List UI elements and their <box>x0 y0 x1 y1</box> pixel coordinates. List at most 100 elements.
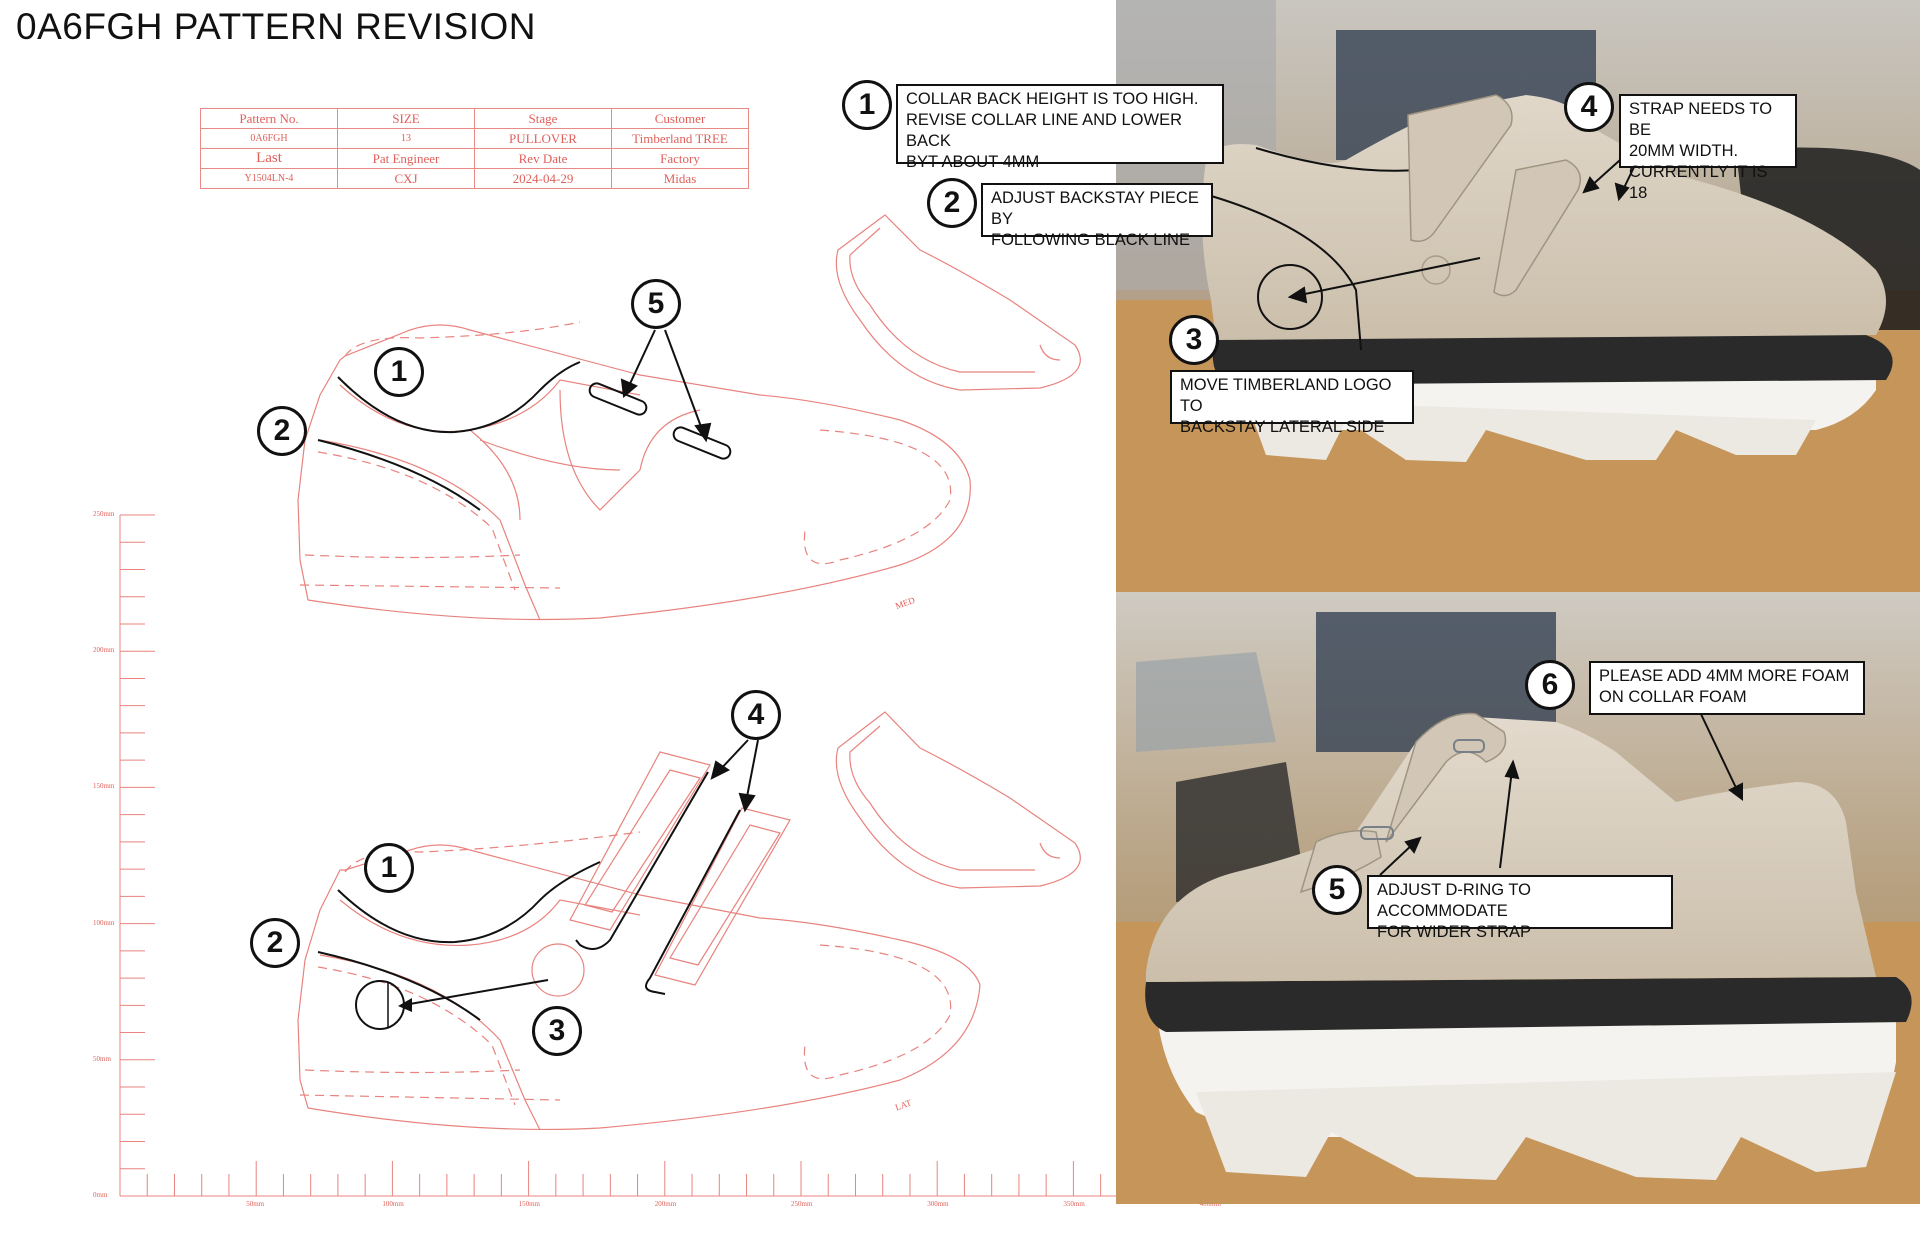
pattern-callout-arrows <box>620 329 759 813</box>
arrow-5b-head <box>694 422 712 443</box>
lat-backstay-revision <box>317 951 481 1021</box>
pattern-callout-2-lat: 2 <box>250 918 300 968</box>
tongue-pieces <box>835 214 1081 889</box>
spec-value-factory: Midas <box>611 168 749 189</box>
ruler-label-x: 50mm <box>246 1200 265 1208</box>
lat-collar-revision <box>337 861 601 944</box>
ruler-label-x: 100mm <box>382 1200 404 1208</box>
pattern-callout-4-lat: 4 <box>731 690 781 740</box>
lat-strap-1-inner <box>584 769 701 913</box>
lat-collar-curve <box>339 899 641 947</box>
ruler-label-y: 50mm <box>93 1054 111 1063</box>
tongue-piece-bottom <box>835 711 1081 889</box>
lat-outline <box>297 844 981 1131</box>
med-backstay <box>319 439 541 621</box>
note-collar-foam: PLEASE ADD 4MM MORE FOAM ON COLLAR FOAM <box>1589 661 1865 715</box>
spec-value-last: Y1504LN-4 <box>200 168 338 189</box>
med-heel-counter <box>469 429 521 521</box>
lat-pattern <box>297 751 981 1131</box>
ruler-label-y: 150mm <box>93 782 115 791</box>
tongue-piece-bottom-curve <box>1039 842 1061 859</box>
ruler-label-x: 150mm <box>518 1200 540 1208</box>
med-dring-1 <box>588 382 648 416</box>
lat-top-dash <box>344 831 641 873</box>
ruler-label-x: 300mm <box>927 1200 949 1208</box>
ruler-label-x: 250mm <box>791 1200 813 1208</box>
photo-callout-6: 6 <box>1525 660 1575 710</box>
arrow-4b-photo-head <box>1614 182 1630 202</box>
lat-logo-old <box>531 943 585 997</box>
note-collar-back-height: COLLAR BACK HEIGHT IS TOO HIGH. REVISE C… <box>896 84 1224 171</box>
spec-value-rev-date: 2024-04-29 <box>474 168 612 189</box>
note-timberland-logo: MOVE TIMBERLAND LOGO TO BACKSTAY LATERAL… <box>1170 370 1414 436</box>
med-heel-dash <box>299 584 561 589</box>
med-toe-dash <box>803 429 952 565</box>
arrow-6-photo <box>1699 711 1739 793</box>
lat-toe-dash <box>803 944 952 1080</box>
lat-strap-2 <box>654 807 791 986</box>
pattern-callout-5-med: 5 <box>631 279 681 329</box>
med-pattern <box>297 321 971 621</box>
note-d-ring: ADJUST D-RING TO ACCOMMODATE FOR WIDER S… <box>1367 875 1673 941</box>
ruler-label-y: 100mm <box>93 918 115 927</box>
med-backstay-dash <box>317 451 516 591</box>
arrow-5a-photo-head <box>1404 836 1422 854</box>
spec-header-pat-engineer: Pat Engineer <box>337 148 475 169</box>
lat-strap-2-inner <box>669 824 781 966</box>
page-title: 0A6FGH PATTERN REVISION <box>16 6 536 47</box>
ruler-label-y: 250mm <box>93 510 115 518</box>
pattern-callout-3-lat: 3 <box>532 1006 582 1056</box>
med-top-dash <box>344 321 581 357</box>
tongue-piece-bottom-inner <box>849 725 1035 871</box>
pattern-callout-1-med: 1 <box>374 347 424 397</box>
tongue-piece-top-inner <box>849 227 1035 373</box>
arrow-5a <box>627 329 656 389</box>
med-backstay-revision <box>317 439 481 511</box>
arrow-5b-photo-head <box>1504 759 1520 780</box>
med-vamp-line <box>559 389 701 511</box>
photo-callout-5: 5 <box>1312 865 1362 915</box>
arrow-4b-head <box>738 792 756 813</box>
arrow-4a-photo-head <box>1582 176 1600 194</box>
note-strap-width: STRAP NEEDS TO BE 20MM WIDTH. CURRENTLY … <box>1619 94 1797 202</box>
lat-heel-dash <box>299 1094 561 1101</box>
lat-backstay-dash <box>317 966 516 1106</box>
lat-logo-arrow-line <box>403 979 549 1006</box>
arrow-5a-head <box>620 378 638 398</box>
arrow-3-photo-head <box>1287 286 1308 304</box>
spec-header-last: Last <box>200 148 338 169</box>
shoe-photo-medial <box>1116 592 1920 1204</box>
lat-strap-1-revision <box>575 771 709 950</box>
tongue-piece-top <box>835 214 1081 391</box>
ruler-label-y: 0mm <box>93 1191 108 1199</box>
arrow-5b <box>664 329 704 433</box>
spec-header-customer: Customer <box>611 108 749 129</box>
arrow-6-photo-head <box>1728 782 1743 801</box>
photo-callout-3: 3 <box>1169 315 1219 365</box>
arrow-3-photo <box>1299 257 1481 296</box>
shoe-photo-medial-image <box>1116 592 1920 1204</box>
note-backstay-piece: ADJUST BACKSTAY PIECE BY FOLLOWING BLACK… <box>981 183 1213 249</box>
pattern-callout-2-med: 2 <box>257 406 307 456</box>
tongue-piece-top-curve <box>1039 344 1061 361</box>
photo-callout-2: 2 <box>927 178 977 228</box>
med-eyestay <box>479 439 621 471</box>
med-quarter-dash <box>304 554 521 559</box>
lat-logo-arrow-head <box>398 998 412 1012</box>
arrow-4a-photo <box>1589 159 1621 188</box>
photo-callout-1: 1 <box>842 80 892 130</box>
arrow-4a-head <box>710 760 730 780</box>
med-outline <box>297 324 971 621</box>
spec-table: Pattern No. SIZE Stage Customer 0A6FGH 1… <box>200 108 749 189</box>
lat-strap-2-revision <box>645 809 741 995</box>
ruler-label-x: 350mm <box>1063 1200 1085 1208</box>
ruler-label-y: 200mm <box>93 646 115 655</box>
ruler-label-x: 200mm <box>654 1200 677 1208</box>
lat-strap-1 <box>569 751 711 931</box>
lat-quarter-dash <box>304 1069 521 1074</box>
ruler-label-x: 400mm <box>1199 1200 1221 1208</box>
pattern-callout-1-lat: 1 <box>364 843 414 893</box>
arrow-4b <box>745 739 759 803</box>
